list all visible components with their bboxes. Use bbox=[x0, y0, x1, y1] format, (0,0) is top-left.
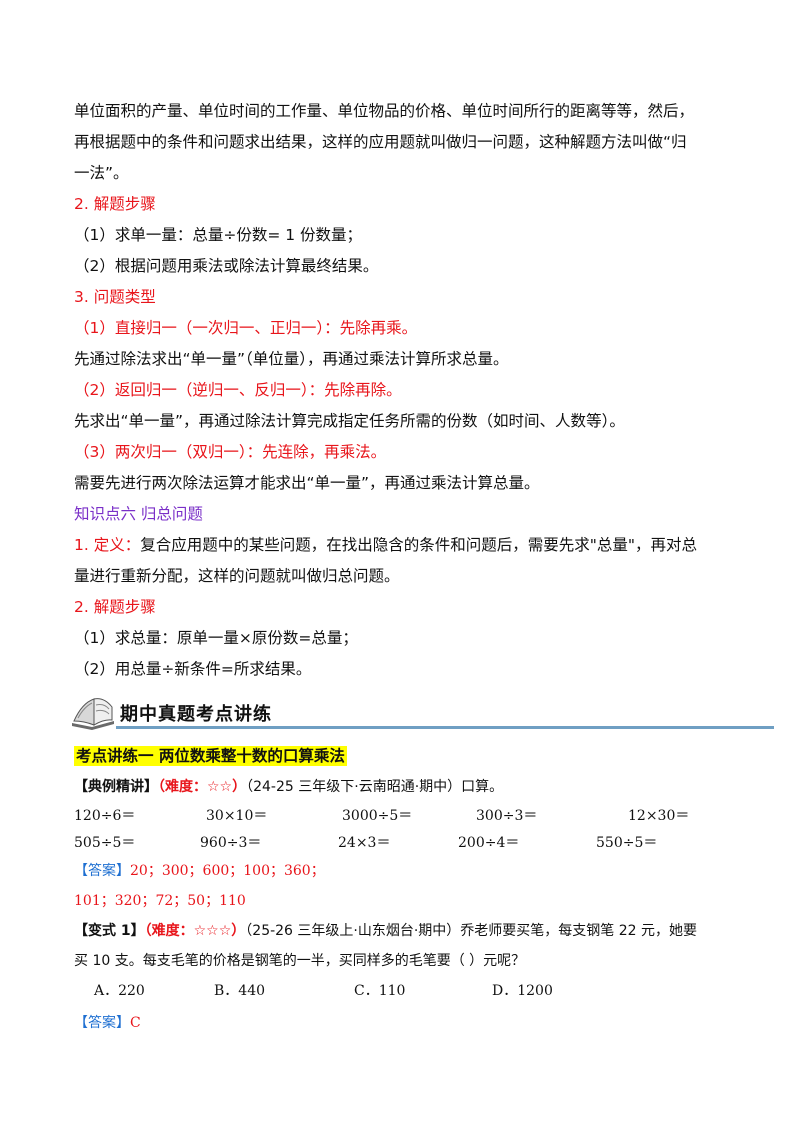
guiyi-step-2: （2）根据问题用乘法或除法计算最终结果。 bbox=[74, 257, 379, 275]
answer-2-line: 【答案】C bbox=[74, 1008, 734, 1038]
variant-1-line-1: 【变式 1】（难度：☆☆☆）（25-26 三年级上·山东烟台·期中）乔老师要买笔… bbox=[74, 916, 734, 946]
option-b: B．440 bbox=[214, 983, 266, 999]
type-1-desc: 先通过除法求出“单一量”（单位量），再通过乘法计算所求总量。 bbox=[74, 350, 509, 368]
section-banner: 期中真题考点讲练 bbox=[68, 691, 774, 735]
variant-text-1: （25-26 三年级上·山东烟台·期中）乔老师要买笔，每支钢笔 22 元，她要 bbox=[245, 923, 698, 939]
answer-tag: 【答案】 bbox=[74, 1015, 130, 1031]
option-a: A．220 bbox=[94, 983, 145, 999]
variant-difficulty: （难度：☆☆☆） bbox=[144, 923, 246, 939]
guizong-def-line-2: 量进行重新分配，这样的问题就叫做归总问题。 bbox=[74, 567, 400, 585]
answer-1-text: 20；300；600；100；360； bbox=[130, 863, 325, 879]
type-1-title: （1）直接归一（一次归一、正归一）：先除再乘。 bbox=[74, 319, 418, 337]
guizong-step-2: （2）用总量÷新条件=所求结果。 bbox=[74, 660, 312, 678]
open-book-icon bbox=[72, 698, 114, 730]
calc-row-1: 120÷6＝ 30×10＝ 3000÷5＝ 300÷3＝ 12×30＝ bbox=[74, 802, 734, 829]
option-d: D．1200 bbox=[492, 983, 553, 999]
variant-tag: 【变式 1】 bbox=[74, 923, 145, 939]
variant-1-line-2: 买 10 支。每支毛笔的价格是钢笔的一半，买同样多的毛笔要（ ）元呢？ bbox=[74, 953, 526, 969]
calc-item: 24×3＝ bbox=[338, 835, 391, 851]
intro-line-3: 一法”。 bbox=[74, 164, 129, 182]
guiyi-step-1: （1）求单一量：总量÷份数= 1 份数量； bbox=[74, 226, 363, 244]
calc-item: 30×10＝ bbox=[206, 808, 268, 824]
calc-item: 200÷4＝ bbox=[458, 835, 520, 851]
calc-item: 120÷6＝ bbox=[74, 808, 136, 824]
option-c: C．110 bbox=[354, 983, 406, 999]
intro-line-1: 单位面积的产量、单位时间的工作量、单位物品的价格、单位时间所行的距离等等，然后， bbox=[74, 102, 695, 120]
example-source: （24-25 三年级下·云南昭通·期中）口算。 bbox=[246, 779, 504, 795]
guizong-step-1: （1）求总量：原单一量×原份数=总量； bbox=[74, 629, 358, 647]
guiyi-steps-heading: 2. 解题步骤 bbox=[74, 195, 156, 213]
type-3-desc: 需要先进行两次除法运算才能求出“单一量”，再通过乘法计算总量。 bbox=[74, 474, 540, 492]
knowledge-point-6-heading: 知识点六 归总问题 bbox=[74, 505, 203, 523]
answer-tag: 【答案】 bbox=[74, 863, 130, 879]
page-content: 单位面积的产量、单位时间的工作量、单位物品的价格、单位时间所行的距离等等，然后，… bbox=[72, 96, 774, 1038]
variant-1-options: A．220 B．440 C．110 D．1200 bbox=[74, 976, 734, 1004]
guizong-steps-heading: 2. 解题步骤 bbox=[74, 598, 156, 616]
calc-item: 3000÷5＝ bbox=[342, 808, 413, 824]
answer-1-line-2: 101；320；72；50；110 bbox=[74, 893, 246, 909]
guiyi-types-heading: 3. 问题类型 bbox=[74, 288, 156, 306]
guizong-def-label: 1. 定义： bbox=[74, 536, 141, 554]
intro-line-2: 再根据题中的条件和问题求出结果，这样的应用题就叫做归一问题，这种解题方法叫做“归 bbox=[74, 133, 687, 151]
answer-1-line-1: 【答案】20；300；600；100；360； bbox=[74, 856, 734, 886]
answer-2-text: C bbox=[130, 1015, 141, 1031]
calc-item: 505÷5＝ bbox=[74, 835, 136, 851]
banner-rule bbox=[116, 726, 774, 729]
type-2-title: （2）返回归一（逆归一、反归一）：先除再除。 bbox=[74, 381, 402, 399]
example-difficulty: （难度：☆☆） bbox=[158, 779, 247, 795]
calc-item: 300÷3＝ bbox=[476, 808, 538, 824]
guizong-def-text: 复合应用题中的某些问题，在找出隐含的条件和问题后，需要先求"总量"，再对总 bbox=[140, 536, 697, 554]
example-header: 【典例精讲】（难度：☆☆）（24-25 三年级下·云南昭通·期中）口算。 bbox=[74, 772, 734, 802]
calc-item: 960÷3＝ bbox=[200, 835, 262, 851]
practice-1-heading: 考点讲练一 两位数乘整十数的口算乘法 bbox=[74, 746, 347, 766]
type-3-title: （3）两次归一（双归一）：先连除，再乘法。 bbox=[74, 443, 387, 461]
banner-title: 期中真题考点讲练 bbox=[120, 704, 272, 725]
calc-row-2: 505÷5＝ 960÷3＝ 24×3＝ 200÷4＝ 550÷5＝ bbox=[74, 829, 734, 856]
practice-1-heading-row: 考点讲练一 两位数乘整十数的口算乘法 bbox=[74, 741, 734, 772]
example-tag: 【典例精讲】 bbox=[74, 779, 158, 795]
type-2-desc: 先求出“单一量”，再通过除法计算完成指定任务所需的份数（如时间、人数等）。 bbox=[74, 412, 625, 430]
guizong-def-line-1: 1. 定义：复合应用题中的某些问题，在找出隐含的条件和问题后，需要先求"总量"，… bbox=[74, 530, 734, 561]
calc-item: 550÷5＝ bbox=[596, 835, 658, 851]
calc-item: 12×30＝ bbox=[628, 808, 690, 824]
